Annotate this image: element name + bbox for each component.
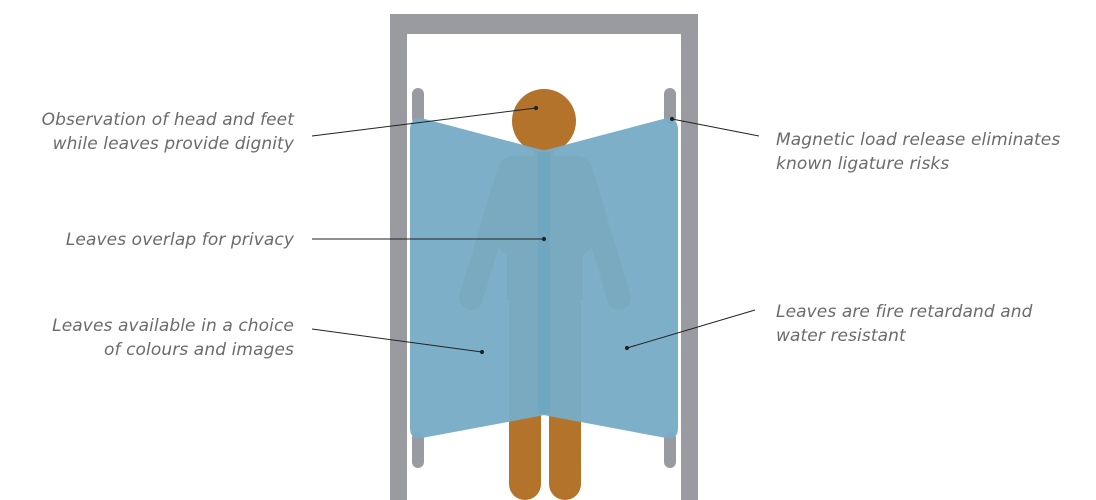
right-leaf	[538, 118, 678, 438]
annotation-colours-line2: of colours and images	[52, 338, 294, 362]
left-leaf	[410, 118, 550, 438]
annotation-fire-line2: water resistant	[776, 324, 1033, 348]
leader-fire-dot	[625, 346, 628, 349]
annotation-observation-line2: while leaves provide dignity	[42, 132, 294, 156]
leader-colours-dot	[480, 350, 483, 353]
annotation-magnetic-line1: Magnetic load release eliminates	[776, 128, 1060, 152]
leader-observation-dot	[534, 106, 537, 109]
privacy-leaves	[410, 118, 678, 438]
leader-magnetic-dot	[670, 117, 673, 120]
person-head	[512, 89, 576, 153]
annotation-overlap-line1: Leaves overlap for privacy	[66, 228, 294, 252]
annotation-fire: Leaves are fire retardand and water resi…	[776, 300, 1033, 348]
annotation-magnetic-line2: known ligature risks	[776, 152, 1060, 176]
leader-overlap-dot	[542, 237, 545, 240]
annotation-fire-line1: Leaves are fire retardand and	[776, 300, 1033, 324]
frame-left-post	[390, 14, 407, 500]
frame-top	[390, 14, 698, 34]
leaf-overlap-zone	[538, 152, 550, 414]
annotation-observation-line1: Observation of head and feet	[42, 108, 294, 132]
frame-right-post	[681, 14, 698, 500]
annotation-colours-line1: Leaves available in a choice	[52, 314, 294, 338]
annotation-magnetic: Magnetic load release eliminates known l…	[776, 128, 1060, 176]
annotation-colours: Leaves available in a choice of colours …	[52, 314, 294, 362]
annotation-observation: Observation of head and feet while leave…	[42, 108, 294, 156]
annotation-overlap: Leaves overlap for privacy	[66, 228, 294, 252]
